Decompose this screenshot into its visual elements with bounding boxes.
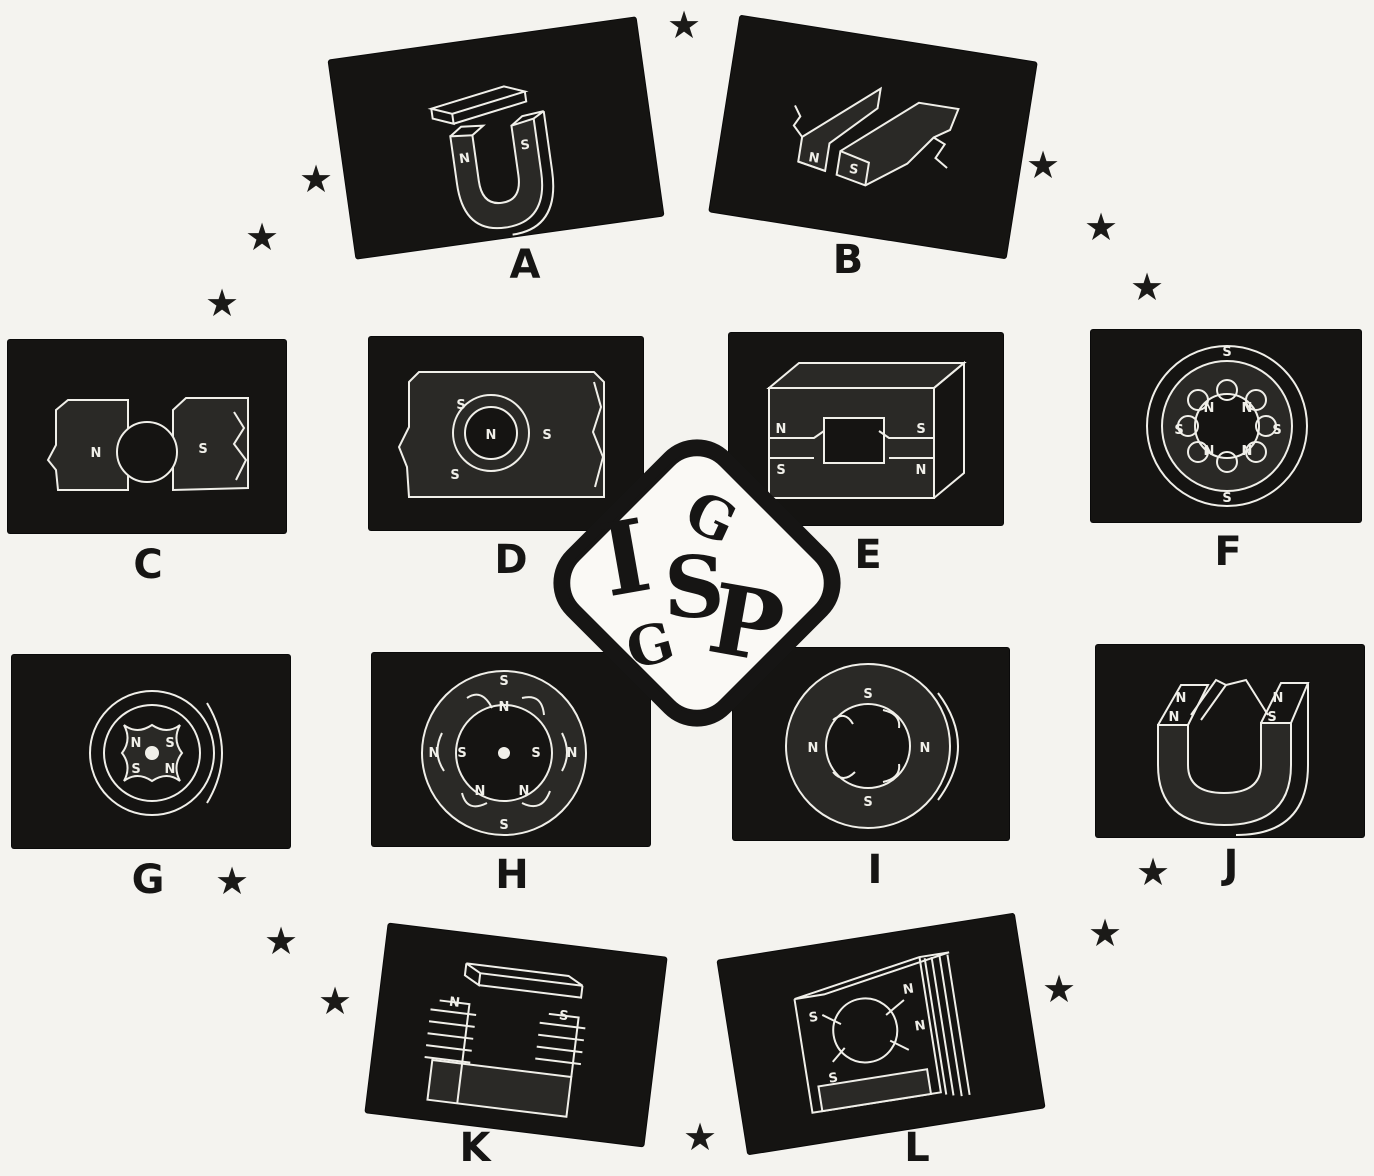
pole-label: N (458, 151, 471, 167)
star-icon: ★ (1026, 146, 1060, 184)
four-pole-rotor-icon: N S S N (12, 655, 290, 848)
pole-label: N (448, 995, 461, 1011)
pole-label: S (165, 736, 174, 751)
pole-label: N (1273, 691, 1284, 706)
logo-letter-i: I (594, 505, 657, 612)
pole-label: N (475, 784, 486, 799)
magnet-panel-b: N S (709, 16, 1036, 258)
pole-label: N (486, 428, 497, 443)
star-icon: ★ (1088, 914, 1122, 952)
caption-h: H (482, 855, 542, 895)
pole-label: S (1222, 491, 1231, 506)
pole-label: N (165, 762, 176, 777)
pole-label: N (1176, 691, 1187, 706)
pole-label: N (920, 741, 931, 756)
caption-c: C (118, 545, 178, 585)
pole-label: N (1204, 444, 1215, 459)
pole-label: S (863, 687, 872, 702)
caption-d: D (481, 540, 541, 580)
star-icon: ★ (205, 284, 239, 322)
pole-label: N (519, 784, 530, 799)
laminated-stator-magnet-icon: S N N S (718, 914, 1045, 1155)
pole-label: S (131, 762, 140, 777)
star-icon: ★ (245, 218, 279, 256)
caption-i: I (845, 850, 905, 890)
pole-label: N (1204, 401, 1215, 416)
caption-g: G (118, 860, 178, 900)
pole-label: N (567, 746, 578, 761)
pole-label: N (808, 741, 819, 756)
caption-b: B (818, 240, 878, 280)
magnet-panel-l: S N N S (718, 914, 1045, 1155)
caption-e: E (838, 535, 898, 575)
star-icon: ★ (1130, 268, 1164, 306)
pole-label: S (558, 1008, 569, 1024)
pole-label: N (916, 463, 927, 478)
caption-a: A (495, 245, 555, 285)
star-icon: ★ (299, 160, 333, 198)
pole-label: S (1174, 423, 1183, 438)
logo-letter-p: P (702, 570, 790, 677)
magnet-panel-c: N S (8, 340, 286, 533)
pole-label: N (499, 700, 510, 715)
pole-label: S (808, 1010, 820, 1026)
pole-label: N (914, 1018, 927, 1035)
magnet-panel-f: S N N S S N N S (1091, 330, 1361, 522)
pole-label: S (1222, 345, 1231, 360)
pole-label: N (902, 981, 915, 998)
pole-label: S (1272, 423, 1281, 438)
caption-j: J (1201, 845, 1261, 885)
horseshoe-magnet-with-keeper-icon: N S (329, 17, 664, 258)
star-icon: ★ (264, 922, 298, 960)
pole-label: N (1242, 401, 1253, 416)
compound-horseshoe-magnet-icon: N N N S (1096, 645, 1364, 837)
pole-label: S (450, 468, 459, 483)
star-icon: ★ (683, 1118, 717, 1156)
pole-label: S (863, 795, 872, 810)
isp-logo: I S P G G (582, 468, 812, 698)
star-icon: ★ (1084, 208, 1118, 246)
magnet-panel-g: N S S N (12, 655, 290, 848)
logo-letter-g-top: G (677, 483, 744, 554)
pole-label: S (520, 137, 531, 153)
star-icon: ★ (667, 6, 701, 44)
pole-label: S (916, 422, 925, 437)
pole-label: S (542, 428, 551, 443)
coil-wound-magnet-icon: N S (365, 924, 666, 1147)
pole-label: N (91, 446, 102, 461)
pole-label: S (457, 746, 466, 761)
pole-label: N (131, 736, 142, 751)
pole-label: S (499, 674, 508, 689)
pole-label: S (531, 746, 540, 761)
star-icon: ★ (215, 862, 249, 900)
pole-label: S (1267, 710, 1276, 725)
magnet-panel-j: N N N S (1096, 645, 1364, 837)
split-magnet-rotor-icon: N S (8, 340, 286, 533)
pole-label: S (828, 1070, 840, 1086)
star-icon: ★ (318, 982, 352, 1020)
pole-label: S (456, 398, 465, 413)
pole-label: N (1169, 710, 1180, 725)
magnet-panel-k: N S (365, 924, 666, 1147)
pole-label: S (499, 818, 508, 833)
pole-label: S (198, 442, 207, 457)
bar-magnets-air-gap-icon: N S (709, 16, 1036, 258)
caption-k: K (445, 1128, 505, 1168)
star-icon: ★ (1042, 970, 1076, 1008)
multipole-ring-magnet-icon: S N N S S N N S (1091, 330, 1361, 522)
magnet-panel-a: N S (329, 17, 664, 258)
pole-label: N (429, 746, 440, 761)
pole-label: N (1242, 444, 1253, 459)
pole-label: N (807, 150, 820, 167)
caption-l: L (887, 1128, 947, 1168)
star-icon: ★ (1136, 853, 1170, 891)
pole-label: N (776, 422, 787, 437)
caption-f: F (1198, 532, 1258, 572)
